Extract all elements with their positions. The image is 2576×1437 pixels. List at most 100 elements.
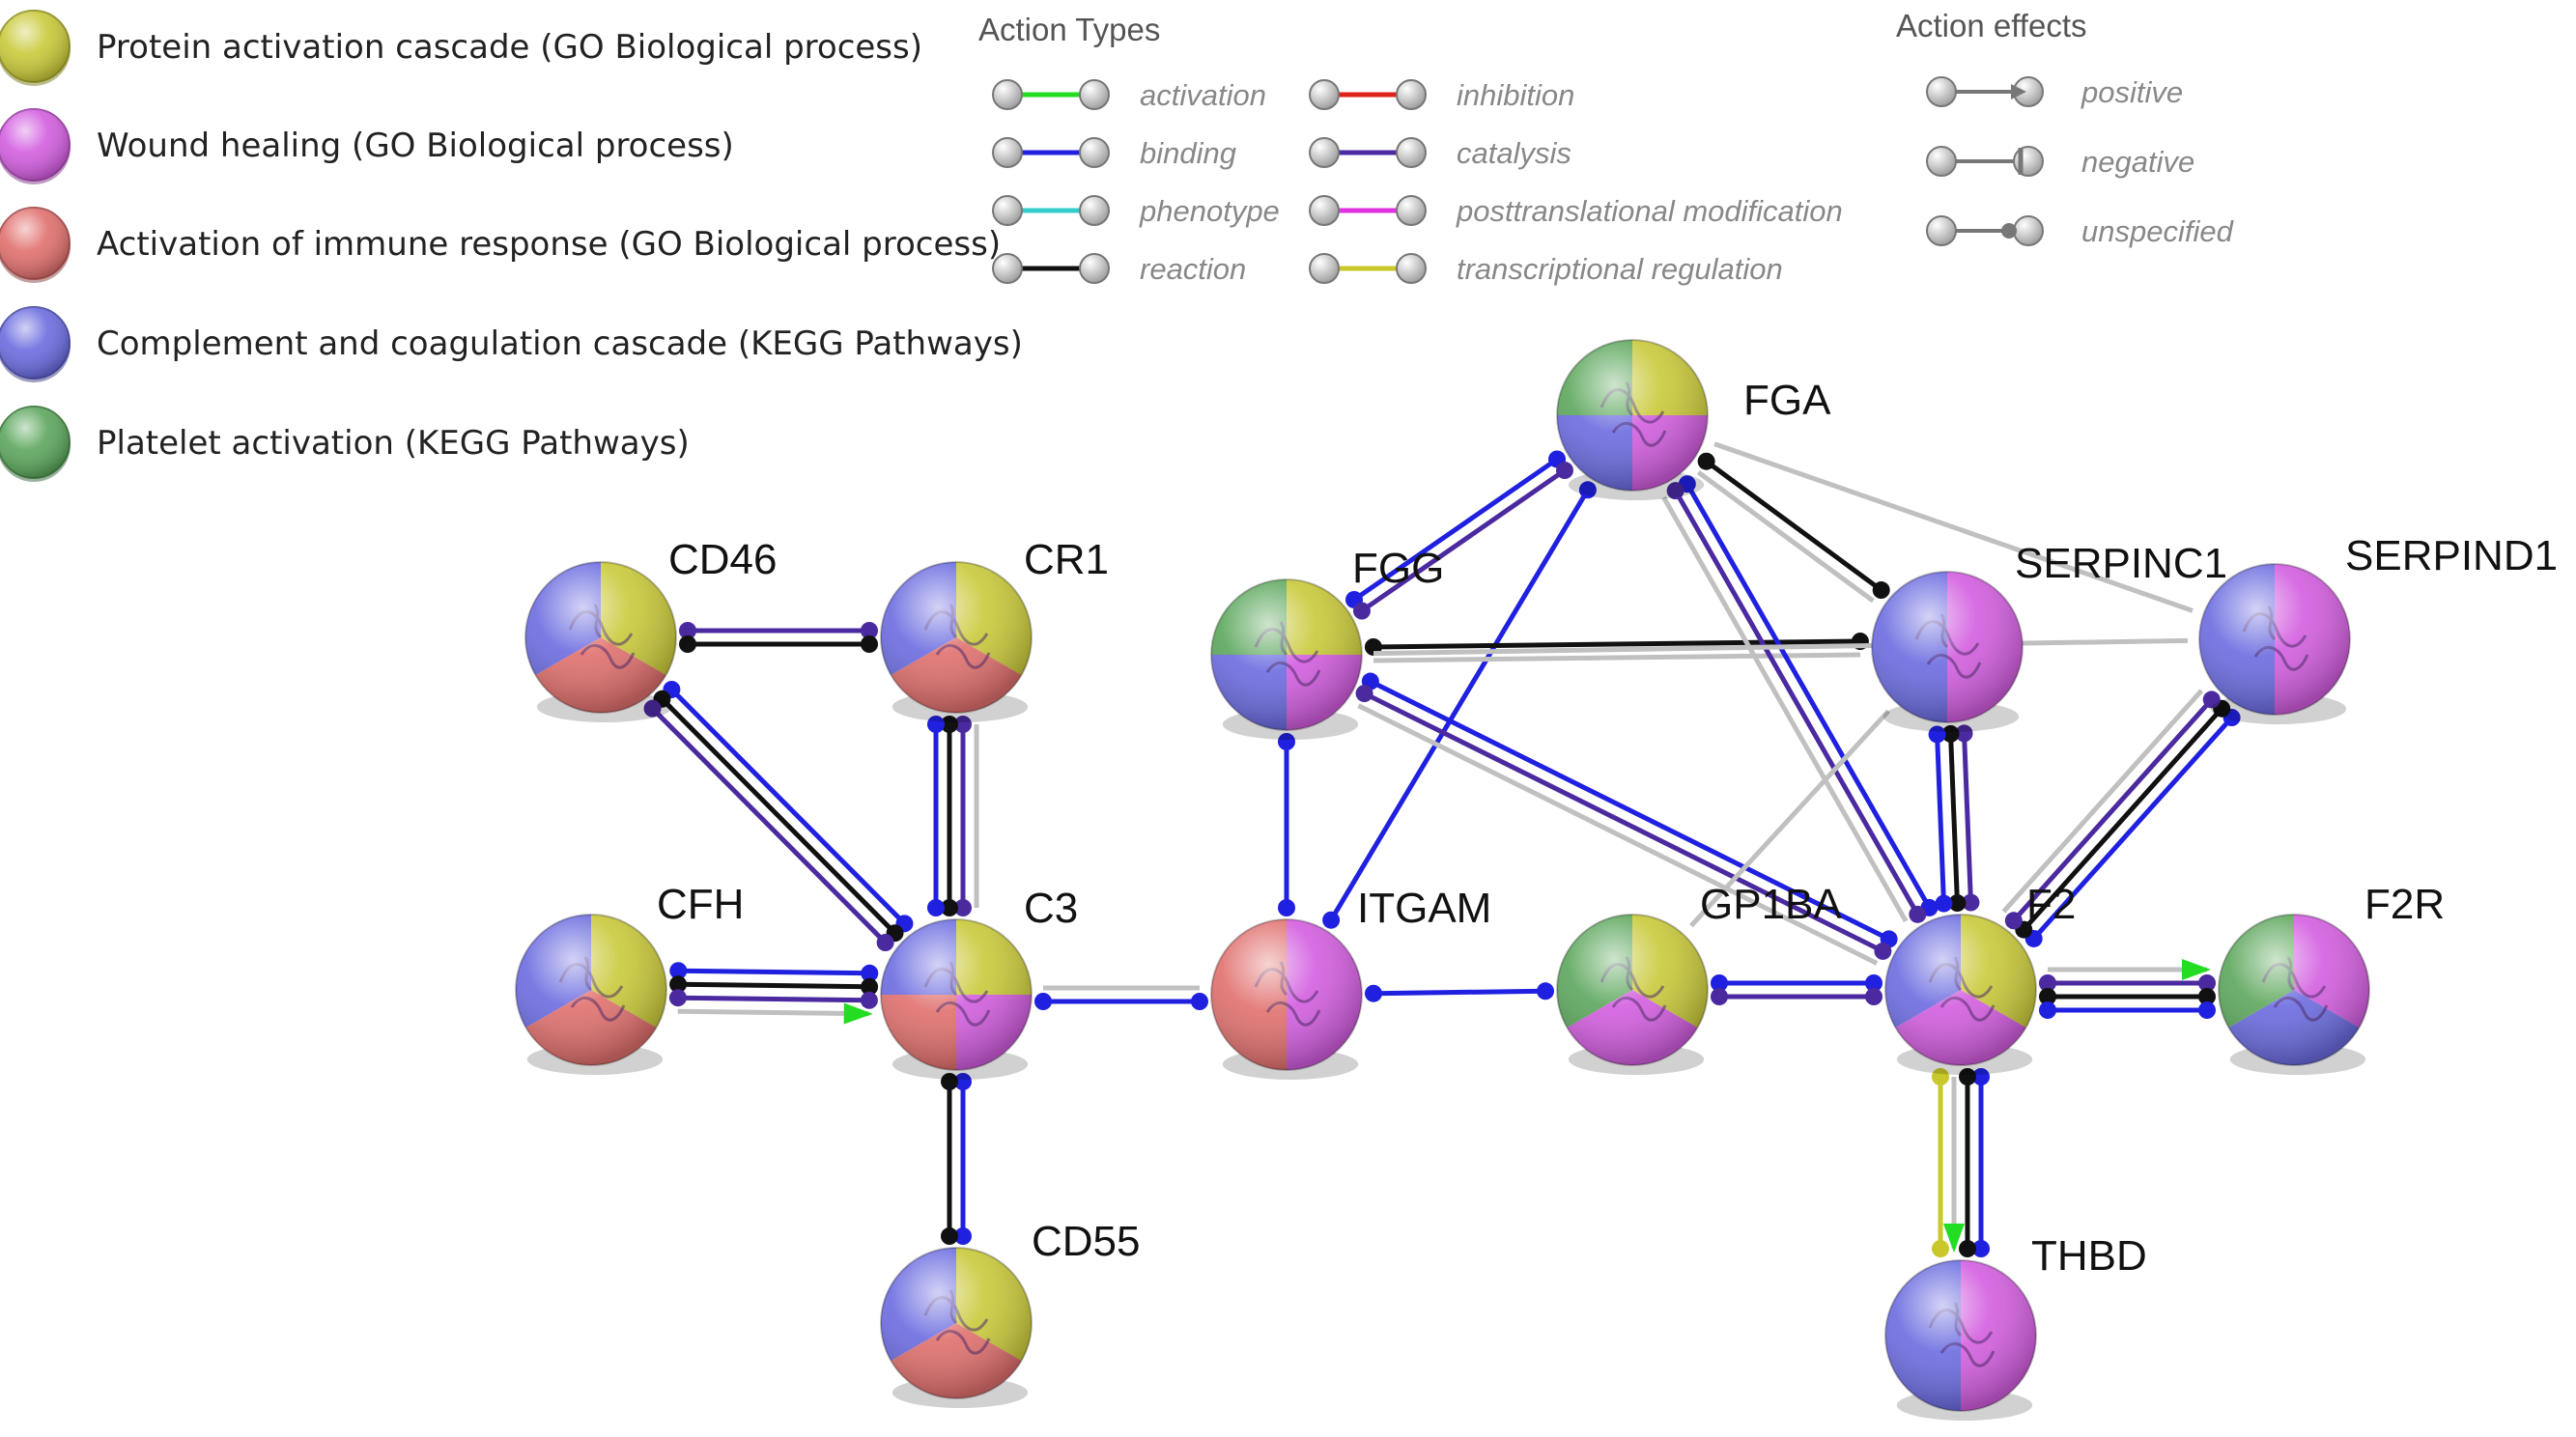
edge-cd46-cr1[interactable]: [679, 622, 878, 653]
sample-node-knob: [1309, 137, 1340, 168]
node-thbd[interactable]: THBD: [1884, 1232, 2147, 1421]
edge-end-dot: [941, 1073, 958, 1090]
node-shine: [881, 562, 1032, 713]
node-shine: [516, 915, 666, 1065]
node-f2[interactable]: F2: [1884, 881, 2076, 1075]
node-label-cd55: CD55: [1032, 1218, 1141, 1265]
legend-term-label: Protein activation cascade (GO Biologica…: [97, 28, 922, 67]
node-c3[interactable]: C3: [880, 885, 1078, 1080]
node-shine: [881, 1248, 1032, 1398]
edge-end-dot: [1865, 988, 1882, 1005]
node-label-fgg: FGG: [1352, 545, 1444, 592]
node-cfh[interactable]: CFH: [515, 881, 744, 1075]
edge-line-text_mining: [1373, 652, 1861, 663]
edge-fgg-f2[interactable]: [1355, 672, 1898, 966]
edge-line-catalysis: [2011, 697, 2214, 922]
legend-sphere-shine: [0, 208, 70, 279]
edge-line-binding: [1684, 482, 1932, 910]
node-cr1[interactable]: CR1: [880, 536, 1109, 722]
edge-end-dot: [1972, 1240, 1990, 1257]
edge-fgg-fga[interactable]: [1345, 450, 1574, 620]
node-outline: [880, 561, 1033, 714]
legend-term-label: Activation of immune response (GO Biolog…: [97, 225, 1001, 264]
node-serpind1[interactable]: SERPIND1: [2198, 532, 2558, 724]
edge-line-text_mining: [1373, 637, 2189, 657]
edge-line-binding: [1369, 679, 1890, 942]
edge-serpind1-f2[interactable]: [2001, 689, 2241, 947]
node-gp1ba[interactable]: GP1BA: [1556, 881, 1842, 1075]
node-fga[interactable]: FGA: [1556, 339, 1831, 500]
edge-end-dot: [2198, 974, 2216, 992]
legend-term-label: Platelet activation (KEGG Pathways): [97, 424, 690, 463]
edge-cd46-c3[interactable]: [643, 680, 914, 952]
edge-f2-f2r[interactable]: [2039, 959, 2216, 1019]
edge-end-dot: [2039, 974, 2056, 992]
edge-cr1-c3[interactable]: [927, 716, 979, 916]
edge-itgam-fgg[interactable]: [1278, 733, 1295, 916]
sample-node-knob: [1079, 137, 1110, 168]
sample-node-knob: [1079, 195, 1110, 226]
edge-itgam-gp1ba[interactable]: [1364, 982, 1555, 1002]
edge-end-dot: [861, 977, 879, 996]
node-label-thbd: THBD: [2031, 1232, 2147, 1280]
node-cd46[interactable]: CD46: [524, 536, 778, 722]
edge-end-dot: [1278, 899, 1295, 916]
edge-line-binding: [1935, 734, 1946, 904]
edge-end-dot: [1874, 942, 1892, 960]
edge-fgg-serpind1[interactable]: [1373, 637, 2189, 657]
edge-line-binding: [678, 968, 870, 976]
action-type-inhibition-sample: [1309, 79, 1427, 110]
edge-line-catalysis: [650, 706, 888, 944]
sample-node-knob: [1309, 253, 1340, 284]
edge-gp1ba-serpinc1[interactable]: [1689, 709, 1890, 928]
edge-end-dot: [941, 1227, 958, 1245]
node-label-fga: FGA: [1743, 377, 1831, 424]
edge-end-dot: [1955, 724, 1973, 743]
edge-fga-f2[interactable]: [1661, 475, 1939, 923]
edge-fga-serpinc1[interactable]: [1696, 452, 1890, 604]
edge-end-dot: [679, 635, 696, 653]
edge-end-dot: [1972, 1068, 1990, 1085]
edge-end-dot: [1355, 685, 1373, 703]
edge-end-dot: [1537, 982, 1555, 1000]
node-f2r[interactable]: F2R: [2218, 881, 2445, 1075]
node-label-f2r: F2R: [2364, 881, 2445, 928]
edge-gp1ba-f2[interactable]: [1711, 974, 1882, 1005]
sample-node-knob: [1309, 79, 1340, 110]
edge-c3-itgam[interactable]: [1034, 985, 1208, 1010]
edge-cfh-c3[interactable]: [668, 962, 879, 1025]
edge-serpinc1-f2[interactable]: [1928, 724, 1980, 913]
unspecified-dot-icon: [2001, 223, 2017, 239]
edge-line-reaction: [678, 981, 870, 990]
node-fgg[interactable]: FGG: [1210, 545, 1444, 740]
sample-node-knob: [1396, 195, 1427, 226]
sample-node-knob: [992, 137, 1023, 168]
term-legend: Protein activation cascade (GO Biologica…: [0, 10, 1023, 482]
legend-term-platelet-activation-kegg-pathways: Platelet activation (KEGG Pathways): [0, 406, 690, 482]
node-serpinc1[interactable]: SERPINC1: [1871, 540, 2227, 732]
legend-term-label: Wound healing (GO Biological process): [97, 127, 734, 165]
edge-f2-thbd[interactable]: [1932, 1068, 1990, 1257]
node-shine: [2199, 564, 2350, 715]
node-cd55[interactable]: CD55: [880, 1218, 1141, 1408]
action-effect-unspecified-label: unspecified: [2081, 214, 2235, 248]
edge-end-dot: [669, 962, 688, 980]
edge-end-dot: [2198, 988, 2216, 1005]
action-type-binding-label: binding: [1140, 136, 1236, 170]
edge-end-dot: [1278, 733, 1295, 750]
edge-end-dot: [860, 991, 878, 1009]
edge-line-reaction: [660, 697, 897, 935]
sample-node-knob: [992, 195, 1023, 226]
edge-fga-serpind1[interactable]: [1713, 441, 2194, 613]
legend-term-activation-of-immune-response-go-biological-process: Activation of immune response (GO Biolog…: [0, 207, 1001, 283]
edge-end-dot: [1364, 984, 1382, 1002]
edge-itgam-fga[interactable]: [1322, 481, 1597, 929]
edge-c3-cd55[interactable]: [941, 1073, 972, 1245]
edge-end-dot: [1959, 1068, 1976, 1085]
action-effect-positive-label: positive: [2081, 75, 2183, 109]
edge-end-dot: [1711, 974, 1728, 992]
node-outline: [2198, 563, 2351, 716]
sample-node-knob: [1926, 146, 1957, 177]
edge-end-dot: [927, 716, 945, 733]
node-itgam[interactable]: ITGAM: [1210, 885, 1491, 1080]
